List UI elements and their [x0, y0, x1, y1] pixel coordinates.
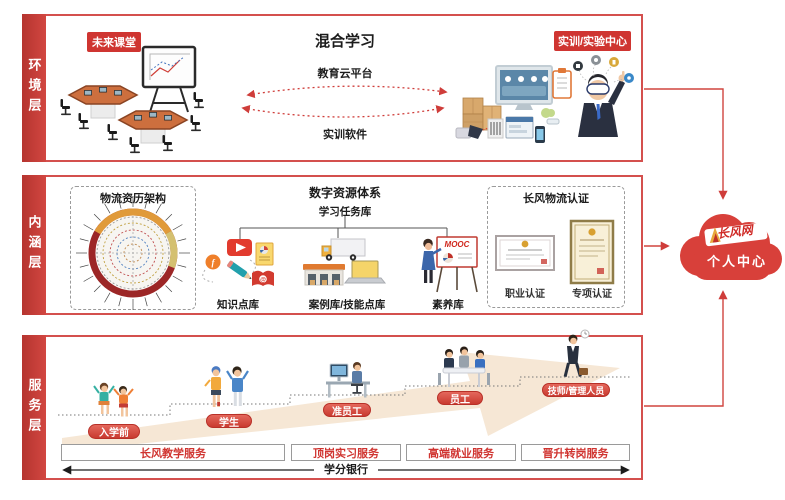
- knowledge-library-label: 知识点库: [217, 299, 259, 311]
- mooc-board-text: MOOC: [444, 240, 470, 249]
- service-bar-internship: 顶岗实习服务: [291, 444, 401, 461]
- qualification-framework-title: 物流资历架构: [100, 193, 166, 205]
- certification-title: 长风物流认证: [523, 193, 589, 205]
- training-center-badge: 实训/实验中心: [554, 31, 631, 51]
- service-layer-label-bar: 服务层: [22, 335, 46, 480]
- certification-box: [487, 186, 625, 308]
- stage-badge-pre-enrollment: 入学前: [88, 424, 140, 439]
- task-library-label: 学习任务库: [318, 206, 372, 218]
- special-cert-label: 专项认证: [572, 289, 612, 300]
- personal-center-label: 个人中心: [706, 254, 767, 269]
- case-library-label: 案例库/技能点库: [308, 299, 386, 311]
- service-bar-employment: 高端就业服务: [406, 444, 516, 461]
- career-cert-label: 职业认证: [505, 289, 545, 300]
- digital-resource-title: 数字资源体系: [308, 186, 381, 200]
- service-bar-promotion: 晋升转岗服务: [521, 444, 630, 461]
- service-layer-label: 服务层: [26, 377, 42, 438]
- service-bar-teaching: 长风教学服务: [61, 444, 285, 461]
- training-software-label: 实训软件: [323, 129, 367, 141]
- environment-layer-label-bar: 环境层: [22, 14, 46, 162]
- quality-library-label: 素养库: [432, 299, 464, 311]
- credit-bank-label: 学分银行: [314, 463, 378, 477]
- stage-badge-student: 学生: [206, 414, 252, 429]
- connector-service-to-cloud: [644, 290, 728, 407]
- connector-environment-to-cloud: [644, 88, 728, 200]
- content-layer-label: 内涵层: [26, 215, 42, 275]
- future-classroom-badge: 未来课堂: [87, 32, 141, 52]
- cloud-platform-label: 教育云平台: [317, 68, 373, 80]
- content-layer-label-bar: 内涵层: [22, 175, 46, 315]
- stage-badge-employee: 员工: [437, 391, 483, 406]
- stage-badge-technician-manager: 技师/管理人员: [542, 383, 610, 397]
- stage-badge-quasi-employee: 准员工: [323, 403, 371, 418]
- changfeng-logo-text: 长风网: [716, 222, 754, 242]
- environment-layer-label: 环境层: [26, 58, 42, 118]
- cloud-connectors: [644, 88, 728, 407]
- blended-learning-title: 混合学习: [314, 33, 375, 50]
